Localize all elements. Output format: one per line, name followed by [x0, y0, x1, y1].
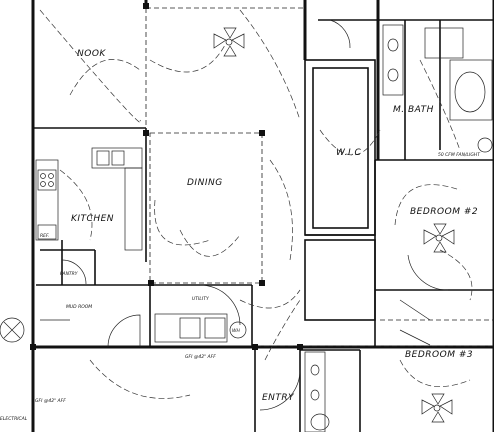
interior-walls [33, 19, 494, 432]
entry-fixtures [304, 351, 330, 432]
room-label-entry: ENTRY [262, 393, 295, 403]
note-wh: WH [232, 328, 240, 334]
room-label-dining: DINING [187, 178, 223, 188]
electrical-panel-icon [0, 317, 25, 343]
bath-fixtures [382, 24, 493, 153]
room-label-mud-room: MUD ROOM [66, 304, 92, 310]
column-markers [30, 3, 303, 350]
fan-icon [423, 223, 455, 253]
room-label-m-bath: M. BATH [393, 105, 434, 115]
electrical-wiring [39, 9, 473, 399]
note-ref: REF. [40, 233, 49, 239]
room-label-utility: UTILITY [192, 296, 210, 302]
room-label-bedroom-2: BEDROOM #2 [410, 207, 478, 217]
door-swings [61, 19, 449, 411]
fan-icon [421, 393, 453, 423]
kitchen-fixtures [35, 147, 143, 251]
dining-outline [145, 7, 494, 347]
room-label-wic: W.I.C [336, 148, 362, 158]
room-label-kitchen: KITCHEN [71, 214, 114, 224]
fan-icon [213, 27, 245, 57]
utility-fixtures [40, 313, 247, 343]
note-gfi-left: GFI @42" AFF [35, 398, 66, 404]
note-gfi-mid: GFI @42" AFF [185, 354, 216, 360]
exterior-walls [31, 0, 494, 432]
room-label-nook: NOOK [77, 49, 106, 59]
room-label-bedroom-3: BEDROOM #3 [405, 350, 473, 360]
note-electrical: ELECTRICAL [0, 416, 28, 422]
note-exhaust-fan: 50 CFM FAN/LIGHT [438, 152, 481, 158]
room-label-pantry: PANTRY [60, 271, 79, 277]
